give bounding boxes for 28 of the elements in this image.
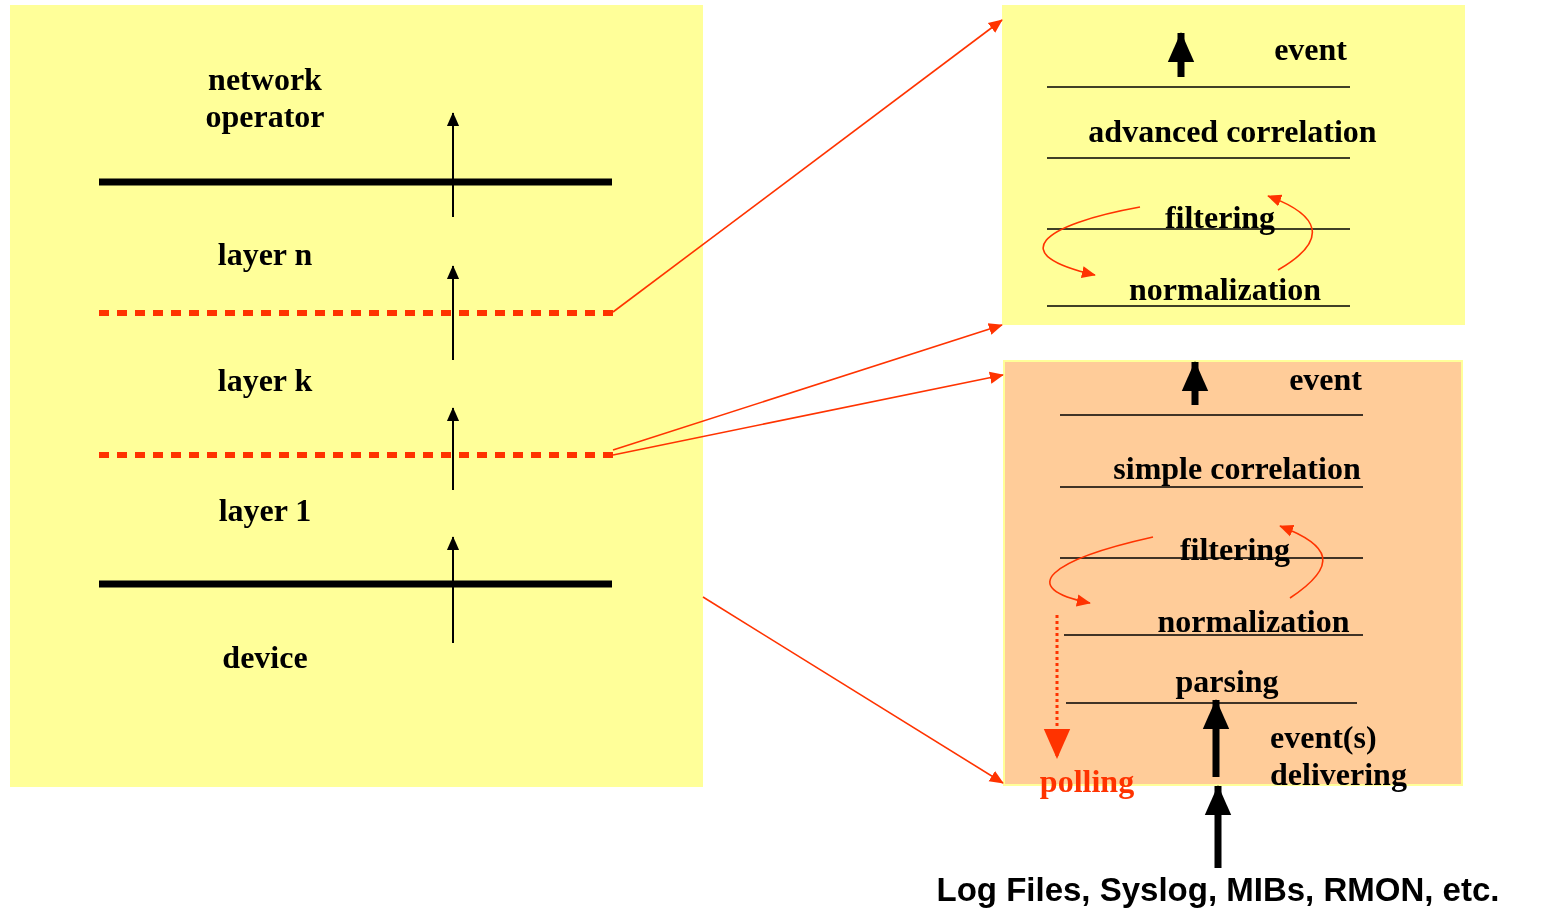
source-label: Log Files, Syslog, MIBs, RMON, etc. [892, 868, 1544, 912]
arrow [612, 323, 1003, 451]
curved-arrow [1267, 195, 1313, 271]
stage-label: simple correlation [1072, 447, 1402, 489]
boundary-line [99, 308, 613, 318]
stage-label: normalization [1052, 600, 1385, 642]
curved-arrow [1042, 206, 1141, 278]
layer-stack-panel [10, 5, 703, 787]
stage-label: filtering [1140, 196, 1300, 238]
stage-label: normalization [1095, 268, 1355, 310]
stage-label: advanced correlation [1045, 110, 1420, 152]
stage-label: event [1160, 28, 1355, 70]
arrow [612, 371, 1004, 456]
layer-label: network operator [170, 50, 470, 145]
layer-label: device [170, 635, 470, 680]
stage-label: event [1177, 358, 1370, 400]
curved-arrow [1279, 525, 1324, 599]
layer-label: layer 1 [170, 488, 470, 533]
layer-label: layer n [170, 232, 470, 277]
dotted-arrow [1043, 615, 1071, 759]
pipeline-panel [1002, 5, 1465, 325]
curved-arrow [1049, 536, 1154, 606]
arrow [702, 596, 1004, 784]
arrow [612, 19, 1003, 313]
boundary-line [99, 450, 613, 460]
stage-label: event(s) delivering [1270, 716, 1455, 796]
stage-label: parsing [1152, 660, 1302, 702]
layer-label: layer k [170, 358, 470, 403]
